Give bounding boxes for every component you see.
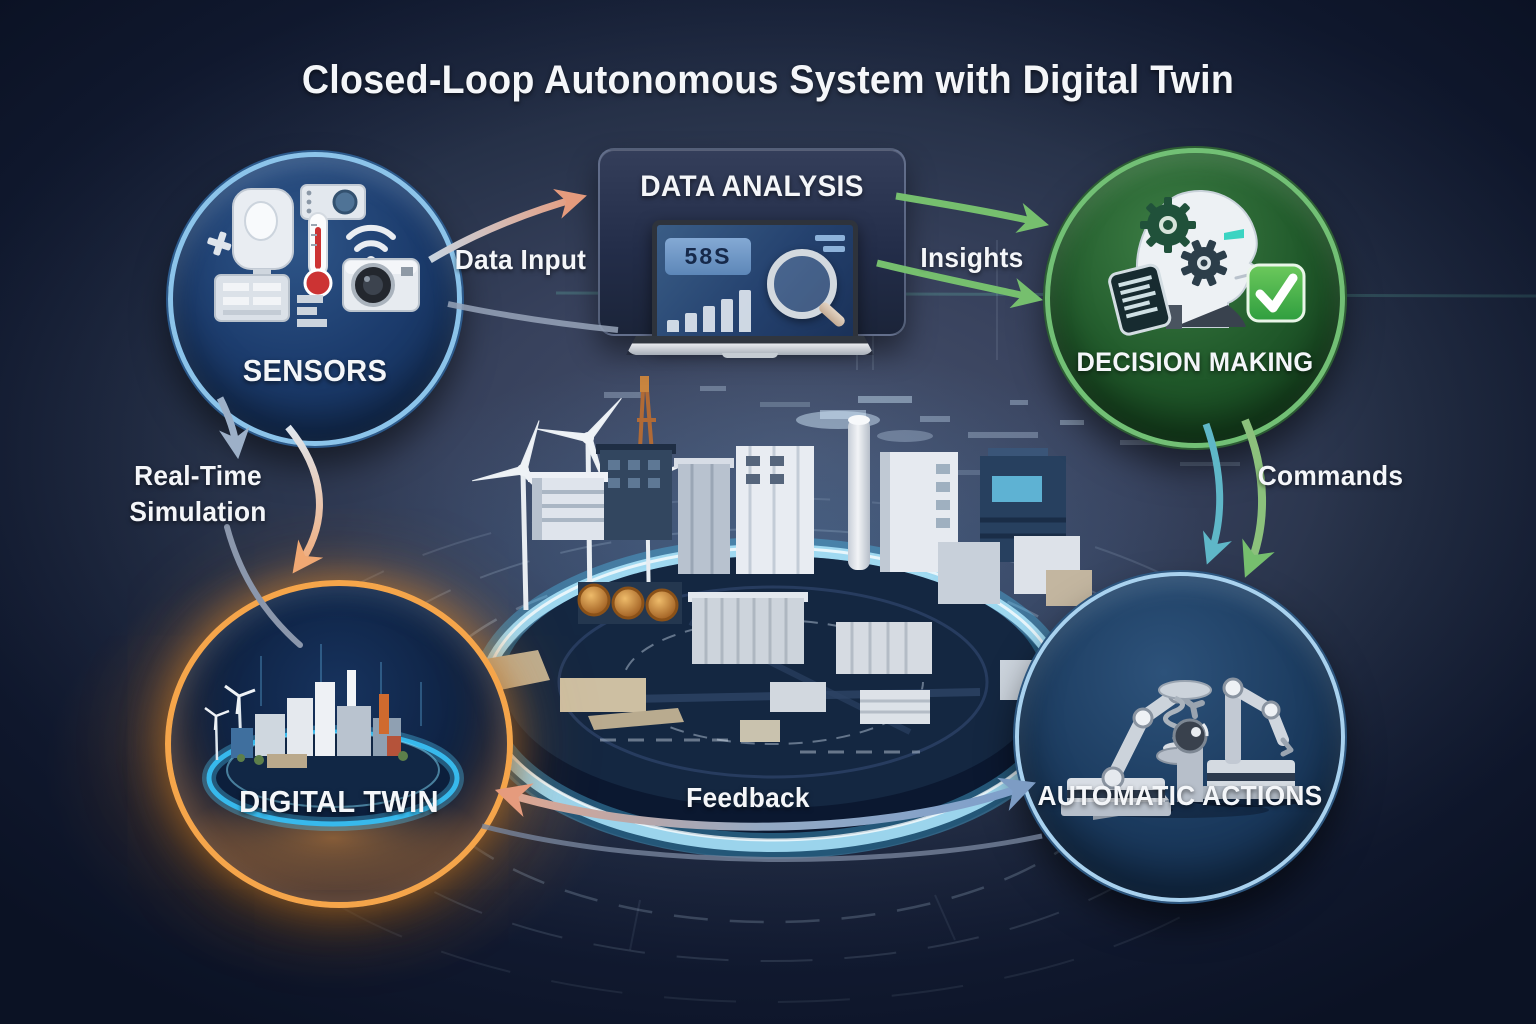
satellite-icon <box>207 231 232 256</box>
bar-chart-icon <box>667 288 759 332</box>
feedback-label: Feedback <box>686 782 810 813</box>
realtime-simulation-label: Real-Time Simulation <box>129 460 267 527</box>
commands-label: Commands <box>1257 460 1404 491</box>
wireless-module-icon <box>300 184 366 220</box>
data-bars-icon <box>297 295 327 327</box>
laptop-screen: 58S <box>652 220 858 346</box>
decision-making-label: DECISION MAKING <box>1076 347 1314 377</box>
server-rack-icon <box>214 274 290 322</box>
mini-city-icon <box>204 670 408 768</box>
screen-badge: 58S <box>665 238 751 275</box>
data-analysis-label: DATA ANALYSIS <box>640 170 864 203</box>
node-decision-making: DECISION MAKING <box>1045 148 1345 448</box>
insights-label: Insights <box>920 242 1024 273</box>
tank-icon <box>645 588 679 622</box>
sensor-icons <box>207 184 420 327</box>
screen-panel-line <box>815 235 845 241</box>
checkmark-icon <box>1246 263 1306 323</box>
magnifier-handle <box>817 300 847 329</box>
motion-sensor-icon <box>232 188 294 279</box>
data-input-label: Data Input <box>454 244 587 275</box>
tank-icon <box>611 586 645 620</box>
camera-icon <box>342 258 420 312</box>
central-factory-scene <box>468 376 1092 859</box>
digital-twin-label: DIGITAL TWIN <box>239 784 439 819</box>
digital-twin-scene <box>183 644 483 890</box>
sensors-label: SENSORS <box>242 353 388 388</box>
node-digital-twin: DIGITAL TWIN <box>165 580 513 908</box>
screen-panel-line <box>823 246 845 252</box>
chimney-icon <box>848 418 870 570</box>
laptop-icon: 58S <box>626 220 874 370</box>
automatic-actions-label: AUTOMATIC ACTIONS <box>1037 780 1323 811</box>
thermometer-icon <box>303 212 333 298</box>
laptop-trackpad <box>722 353 778 358</box>
gear-icon <box>1140 197 1196 253</box>
page-title: Closed-Loop Autonomous System with Digit… <box>301 58 1235 102</box>
node-automatic-actions: AUTOMATIC ACTIONS <box>1015 572 1345 902</box>
tank-icon <box>577 583 611 617</box>
decision-icons <box>1108 190 1306 336</box>
node-sensors: SENSORS <box>168 152 462 446</box>
